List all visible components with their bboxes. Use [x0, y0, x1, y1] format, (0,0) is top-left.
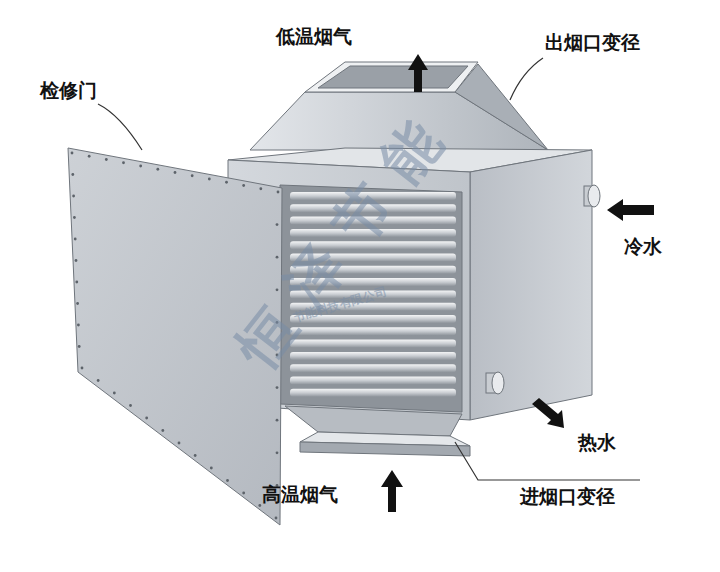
heat-tube	[290, 340, 456, 348]
door-bolt	[258, 504, 261, 507]
callout-label: 检修门	[40, 80, 97, 101]
door-bolt	[78, 345, 81, 348]
door-bolt	[75, 259, 78, 262]
door-bolt	[276, 223, 279, 226]
door-bolt	[277, 191, 280, 194]
heat-tube	[290, 389, 456, 397]
heat-tube	[290, 327, 456, 335]
flue-label: 高温烟气	[262, 484, 338, 505]
heat-tube	[290, 377, 456, 385]
door-bolt	[72, 195, 75, 198]
door-bolt	[276, 386, 279, 389]
door-bolt	[129, 404, 132, 407]
door-bolt	[210, 467, 213, 470]
door-bolt	[75, 281, 78, 284]
door-bolt	[161, 429, 164, 432]
door-bolt	[74, 238, 77, 241]
door-bolt	[242, 184, 245, 187]
door-bolt	[77, 324, 80, 327]
door-bolt	[97, 379, 100, 382]
door-bolt	[71, 152, 74, 155]
door-bolt	[139, 165, 142, 168]
door-bolt	[208, 178, 211, 181]
door-bolt	[242, 492, 245, 495]
door-bolt	[276, 419, 279, 422]
door-bolt	[76, 302, 79, 305]
door-bolt	[105, 158, 108, 161]
door-bolt	[191, 174, 194, 177]
flue-label: 低温烟气	[276, 26, 352, 47]
door-bolt	[88, 155, 91, 158]
door-bolt	[275, 517, 278, 520]
heat-tube	[290, 352, 456, 360]
water-label: 热水	[578, 432, 616, 453]
door-bolt	[259, 187, 262, 190]
heat-tube	[290, 364, 456, 372]
door-bolt	[113, 392, 116, 395]
door-bolt	[71, 173, 74, 176]
door-bolt	[194, 454, 197, 457]
door-bolt	[145, 417, 148, 420]
door-bolt	[276, 256, 279, 259]
callout-label: 出烟口变径	[545, 32, 640, 53]
water-label: 冷水	[624, 236, 662, 257]
door-bolt	[276, 451, 279, 454]
door-bolt	[174, 171, 177, 174]
door-bolt	[226, 479, 229, 482]
door-bolt	[178, 442, 181, 445]
door-bolt	[225, 181, 228, 184]
door-bolt	[122, 161, 125, 164]
door-bolt	[156, 168, 159, 171]
door-bolt	[73, 216, 76, 219]
door-bolt	[81, 367, 84, 370]
callout-label: 进烟口变径	[520, 486, 615, 507]
